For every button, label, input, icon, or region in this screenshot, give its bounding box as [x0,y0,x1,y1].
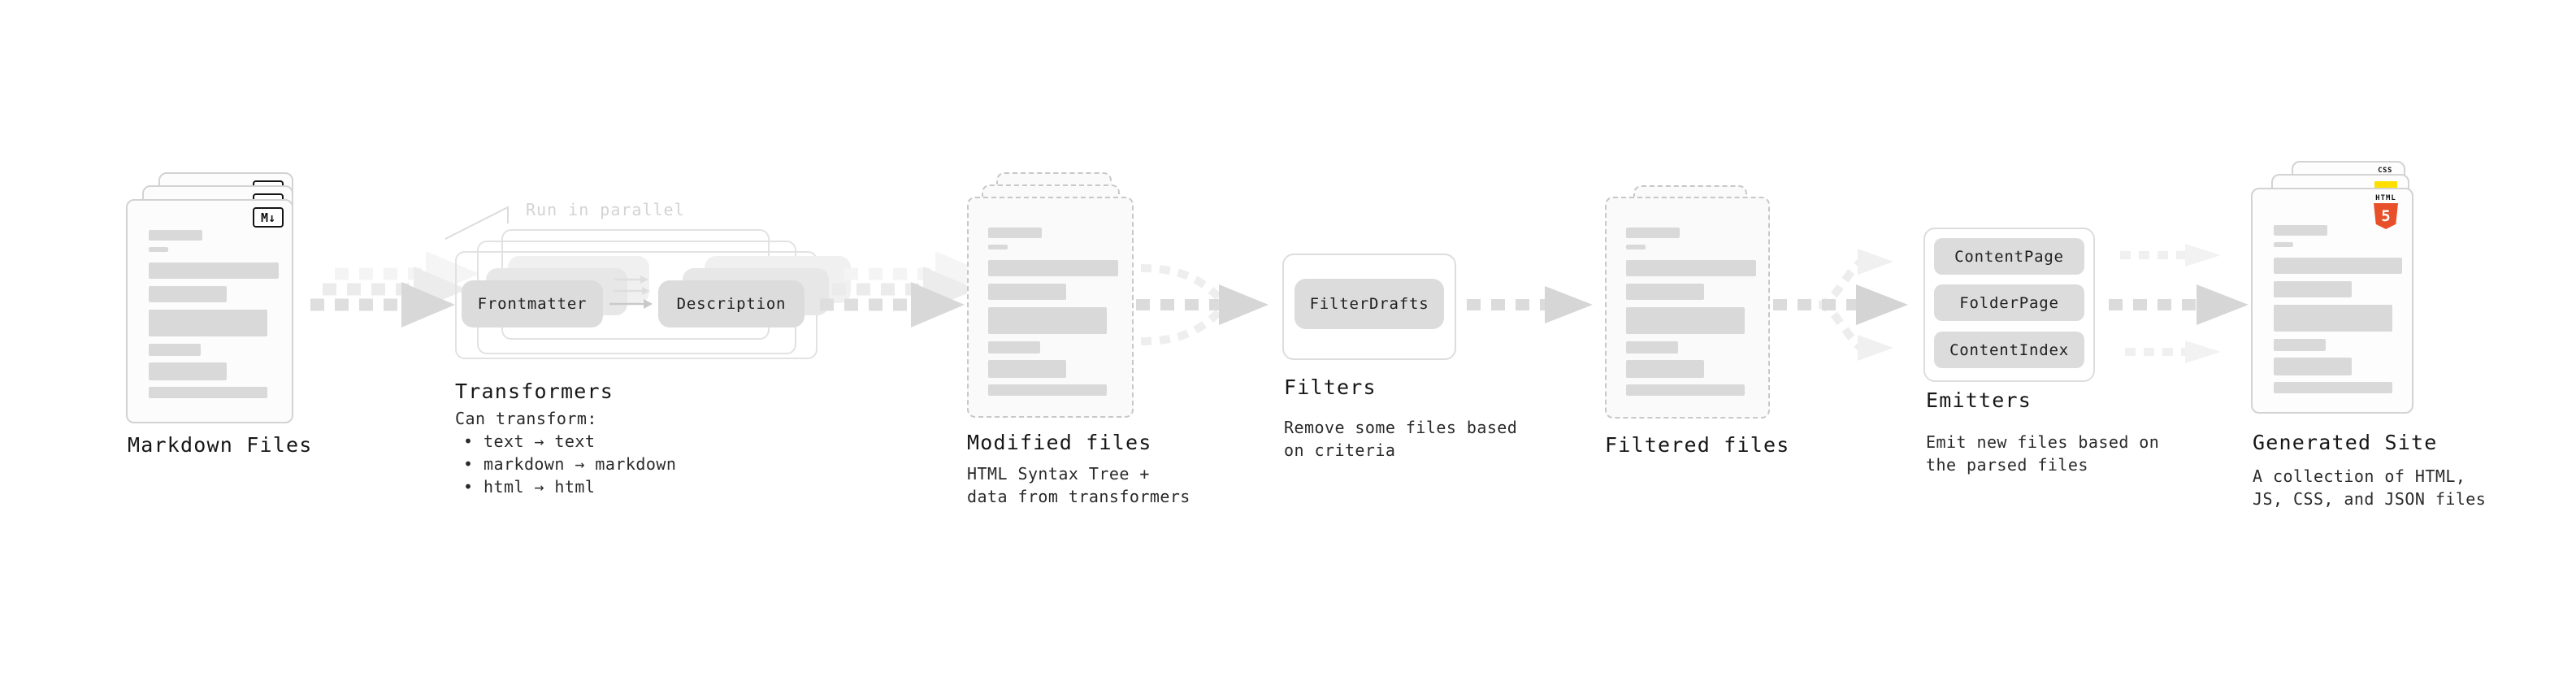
caption-line: the parsed files [1926,455,2088,475]
run-in-parallel-annotation: Run in parallel [526,200,685,219]
flow-arrow-filters-to-filtered [1467,286,1593,323]
caption-line: A collection of HTML, [2253,466,2466,486]
node-generated-site: CSS HTML 5 Generated Site [2251,161,2576,518]
folderpage-pill: FolderPage [1934,284,2084,321]
generated-caption: A collection of HTML, JS, CSS, and JSON … [2253,465,2486,510]
node-filters: FilterDrafts Filters Remove some files b… [1282,254,1542,473]
document-content-placeholder [149,230,279,398]
html5-icon: HTML 5 [2368,194,2404,229]
description-pill: Description [658,280,804,327]
node-markdown-files: M↓ M↓ M↓ Markdown Files [126,172,467,473]
caption-line: on criteria [1284,440,1396,460]
flow-arrow-emitters-to-generated [2109,244,2249,363]
transformers-caption: Can transform: • text → text • markdown … [455,407,676,498]
node-transformers: Run in parallel Frontmatter Description … [445,199,851,516]
caption-line: data from transformers [967,487,1190,506]
css-icon-text: CSS [2378,167,2392,175]
filters-caption: Remove some files based on criteria [1284,416,1517,462]
node-filtered-files: Filtered files [1605,185,1849,478]
flow-arrow-markdown-to-transformers [310,251,479,327]
node-modified-files: Modified files HTML Syntax Tree + data f… [967,172,1227,522]
modified-document [967,197,1134,418]
html-document: HTML 5 [2251,188,2413,414]
caption-line: HTML Syntax Tree + [967,464,1150,484]
node-label-transformers: Transformers [455,380,614,403]
document-content-placeholder [988,228,1118,396]
flow-arrow-filtered-to-emitters [1773,249,1908,361]
pill-to-pill-arrows [609,275,653,309]
node-label-generated-site: Generated Site [2253,431,2438,454]
html5-icon-text: HTML [2375,194,2396,202]
annotation-leader-line [445,206,509,240]
caption-line: Emit new files based on [1926,432,2160,452]
caption-line: Remove some files based [1284,418,1518,437]
node-label-modified-files: Modified files [967,431,1152,454]
document-content-placeholder [1626,228,1756,396]
html5-shield: 5 [2374,203,2398,229]
frontmatter-pill: Frontmatter [462,280,603,327]
node-label-filtered-files: Filtered files [1605,433,1790,457]
html5-number: 5 [2381,207,2391,225]
filterdrafts-pill: FilterDrafts [1295,279,1444,329]
modified-caption: HTML Syntax Tree + data from transformer… [967,462,1190,508]
markdown-icon: M↓ [253,207,284,228]
node-label-emitters: Emitters [1926,388,2032,412]
caption-bullet: • markdown → markdown [463,454,677,474]
node-emitters: ContentPage FolderPage ContentIndex Emit… [1923,228,2184,479]
contentpage-pill: ContentPage [1934,238,2084,275]
document-content-placeholder [2274,225,2402,393]
node-label-markdown-files: Markdown Files [128,433,313,457]
markdown-document: M↓ [126,199,293,423]
caption-bullet: • text → text [463,432,596,451]
caption-line: Can transform: [455,409,597,428]
flow-arrow-transformers-to-modified [820,251,989,327]
contentindex-pill: ContentIndex [1934,332,2084,368]
emitters-caption: Emit new files based on the parsed files [1926,431,2159,476]
filtered-document [1605,197,1770,419]
caption-bullet: • html → html [463,477,596,497]
caption-line: JS, CSS, and JSON files [2253,489,2487,509]
flow-arrow-modified-to-filters [1136,264,1268,345]
node-label-filters: Filters [1284,375,1377,399]
